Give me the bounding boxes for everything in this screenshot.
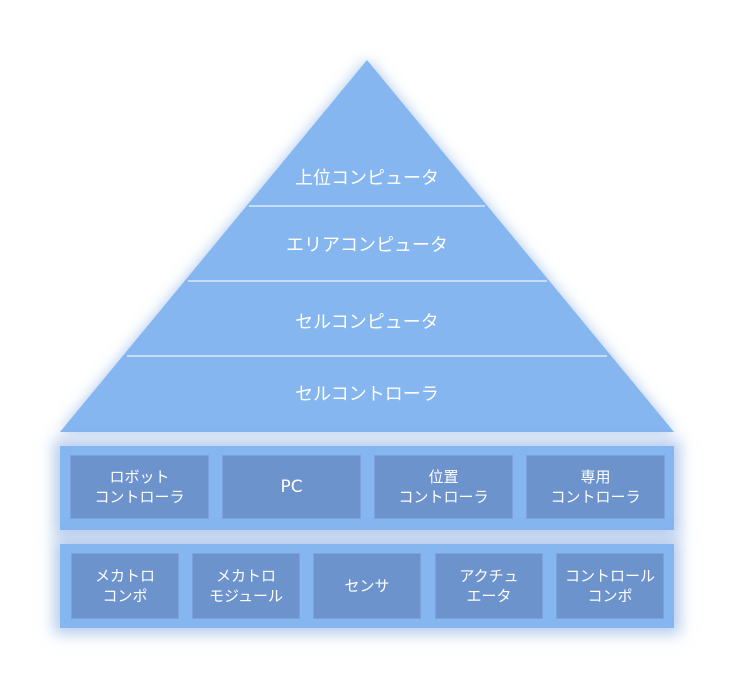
mechatro-module-box: メカトロ モジュール: [192, 553, 300, 619]
pc-box: PC: [222, 455, 361, 519]
pyramid-level-cell-controller: セルコントローラ: [295, 384, 439, 405]
pyramid-level-host-computer: 上位コンピュータ: [295, 168, 439, 189]
pyramid-level-cell-computer: セルコンピュータ: [295, 312, 439, 333]
pyramid-triangle: [60, 60, 674, 432]
mechatro-compo-box: メカトロ コンポ: [71, 553, 179, 619]
sensor-box: センサ: [313, 553, 421, 619]
control-compo-box: コントロール コンポ: [556, 553, 664, 619]
position-controller-box: 位置 コントローラ: [374, 455, 513, 519]
pyramid-level-area-computer: エリアコンピュータ: [286, 235, 448, 256]
controller-band: ロボット コントローラ PC 位置 コントローラ 専用 コントローラ: [60, 446, 674, 530]
actuator-box: アクチュ エータ: [435, 553, 543, 619]
robot-controller-box: ロボット コントローラ: [70, 455, 209, 519]
component-band: メカトロ コンポ メカトロ モジュール センサ アクチュ エータ コントロール …: [60, 544, 674, 628]
dedicated-controller-box: 専用 コントローラ: [526, 455, 665, 519]
